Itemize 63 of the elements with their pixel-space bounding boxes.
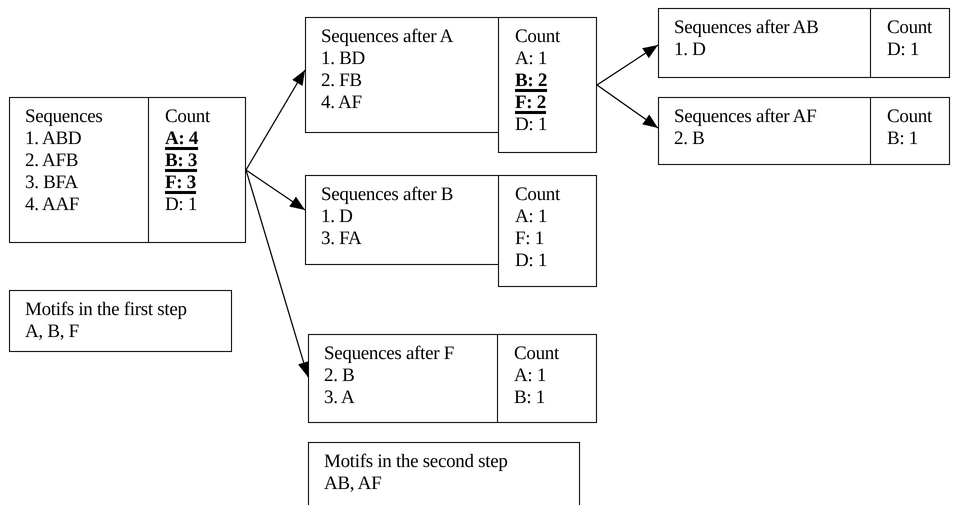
count-entry: A: 1 <box>515 48 548 70</box>
count-cell <box>497 334 597 423</box>
column-heading: Count <box>515 26 560 48</box>
sequence-entry: 1. ABD <box>25 128 82 150</box>
sequence-cell <box>305 17 499 133</box>
count-entry: D: 1 <box>165 194 198 216</box>
count-entry: A: 4 <box>165 128 198 150</box>
count-cell <box>870 97 950 165</box>
count-cell <box>870 8 950 78</box>
motif-box <box>308 442 580 505</box>
column-heading: Count <box>165 106 210 128</box>
sequence-cell <box>658 97 871 165</box>
arrow <box>245 70 306 170</box>
sequence-entry: 2. B <box>324 365 354 387</box>
sequence-entry: 3. FA <box>321 228 362 250</box>
motif-box <box>9 290 232 352</box>
column-heading: Sequences <box>25 106 102 128</box>
motif-list: AB, AF <box>324 473 382 495</box>
arrow <box>245 170 310 378</box>
count-entry: D: 1 <box>515 250 548 272</box>
sequence-entry: 3. BFA <box>25 172 78 194</box>
sequence-cell <box>9 97 149 243</box>
sequence-entry: 1. D <box>321 206 353 228</box>
count-cell <box>498 175 597 287</box>
sequence-entry: 3. A <box>324 387 354 409</box>
count-entry: A: 1 <box>515 206 548 228</box>
column-heading: Sequences after B <box>321 184 454 206</box>
count-entry: B: 3 <box>165 150 198 172</box>
column-heading: Motifs in the first step <box>25 299 187 321</box>
column-heading: Sequences after F <box>324 343 454 365</box>
count-entry: F: 2 <box>515 92 546 114</box>
column-heading: Count <box>514 343 559 365</box>
column-heading: Count <box>887 106 932 128</box>
sequence-entry: 2. B <box>674 128 704 150</box>
arrow <box>596 84 658 128</box>
arrow <box>596 44 658 86</box>
count-entry: D: 1 <box>515 114 548 136</box>
motif-list: A, B, F <box>25 321 79 343</box>
count-entry: F: 1 <box>515 228 544 250</box>
count-entry: B: 2 <box>515 70 548 92</box>
sequence-entry: 4. AAF <box>25 194 80 216</box>
sequence-entry: 2. FB <box>321 70 362 92</box>
sequence-entry: 1. D <box>674 39 706 61</box>
column-heading: Motifs in the second step <box>324 451 508 473</box>
column-heading: Count <box>887 17 932 39</box>
column-heading: Sequences after A <box>321 26 454 48</box>
sequence-entry: 1. BD <box>321 48 365 70</box>
count-entry: B: 1 <box>514 387 546 409</box>
count-entry: A: 1 <box>514 365 546 387</box>
count-cell <box>498 17 597 153</box>
count-entry: B: 1 <box>887 128 918 150</box>
sequence-cell <box>658 8 871 78</box>
count-cell <box>148 97 246 243</box>
sequence-cell <box>305 175 499 265</box>
sequence-cell <box>308 334 498 423</box>
column-heading: Sequences after AF <box>674 106 816 128</box>
sequence-entry: 4. AF <box>321 92 362 114</box>
column-heading: Count <box>515 184 560 206</box>
arrow <box>246 170 306 210</box>
count-entry: F: 3 <box>165 172 196 194</box>
column-heading: Sequences after AB <box>674 17 818 39</box>
count-entry: D: 1 <box>887 39 920 61</box>
sequence-entry: 2. AFB <box>25 150 78 172</box>
